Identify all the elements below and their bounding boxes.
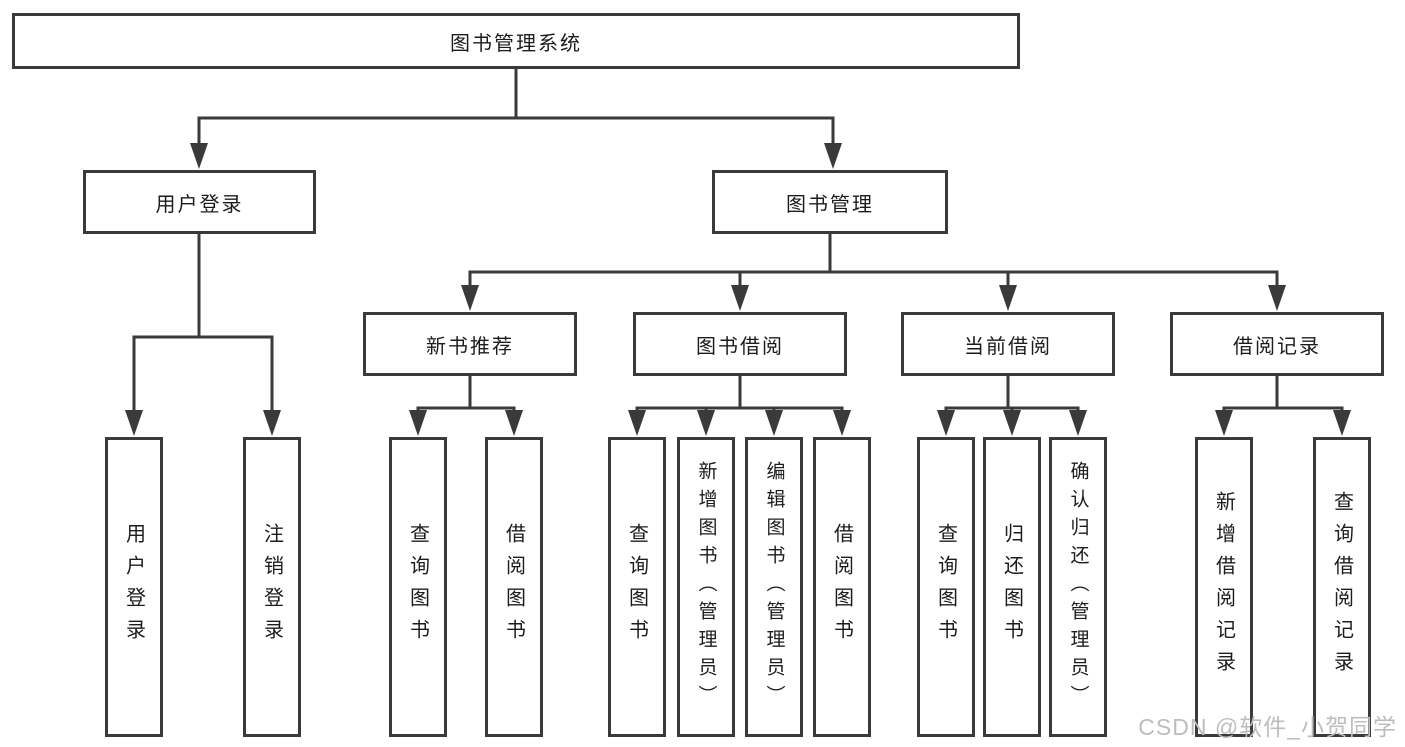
connector-new-book-recommend-branch [409, 376, 523, 436]
node-add-borrow-record: 新增借阅记录 [1195, 437, 1253, 737]
arrowhead [1069, 410, 1087, 436]
node-query-books-current: 查询图书 [917, 437, 975, 737]
node-user-login: 用户登录 [83, 170, 316, 234]
arrowhead [409, 410, 427, 436]
node-borrowing-records: 借阅记录 [1170, 312, 1384, 376]
connector-borrowing-records-branch [1215, 376, 1351, 436]
arrowhead [461, 285, 479, 311]
arrowhead [628, 410, 646, 436]
node-borrow-books-recommend: 借阅图书 [485, 437, 543, 737]
node-current-borrowing: 当前借阅 [901, 312, 1115, 376]
arrowhead [1268, 285, 1286, 311]
arrowhead [1333, 410, 1351, 436]
arrowhead [731, 285, 749, 311]
node-book-management: 图书管理 [712, 170, 948, 234]
node-book-borrowing: 图书借阅 [633, 312, 847, 376]
connector-book-borrowing-branch [628, 376, 851, 436]
node-library-management-system: 图书管理系统 [12, 13, 1020, 69]
arrowhead [999, 285, 1017, 311]
node-edit-books-admin: 编辑图书（管理员） [745, 437, 803, 737]
arrowhead [190, 143, 208, 169]
arrowhead [697, 410, 715, 436]
connector-book-management-branch [461, 234, 1286, 311]
node-query-books-recommend: 查询图书 [389, 437, 447, 737]
arrowhead [824, 143, 842, 169]
node-borrow-books-borrowing: 借阅图书 [813, 437, 871, 737]
node-new-book-recommend: 新书推荐 [363, 312, 577, 376]
arrowhead [505, 410, 523, 436]
arrowhead [1003, 410, 1021, 436]
arrowhead [1215, 410, 1233, 436]
arrowhead [263, 410, 281, 436]
node-logout: 注销登录 [243, 437, 301, 737]
connector-root-to-level2 [190, 68, 842, 169]
node-query-borrow-record: 查询借阅记录 [1313, 437, 1371, 737]
connector-current-borrowing-branch [937, 376, 1087, 436]
arrowhead [125, 410, 143, 436]
node-return-books: 归还图书 [983, 437, 1041, 737]
node-query-books-borrowing: 查询图书 [608, 437, 666, 737]
connector-user-login-branch [125, 234, 281, 436]
node-confirm-return-admin: 确认归还（管理员） [1049, 437, 1107, 737]
arrowhead [937, 410, 955, 436]
arrowhead [833, 410, 851, 436]
arrowhead [765, 410, 783, 436]
node-user-login-leaf: 用户登录 [105, 437, 163, 737]
node-add-books-admin: 新增图书（管理员） [677, 437, 735, 737]
csdn-watermark: CSDN @软件_小贺同学 [1138, 714, 1397, 740]
